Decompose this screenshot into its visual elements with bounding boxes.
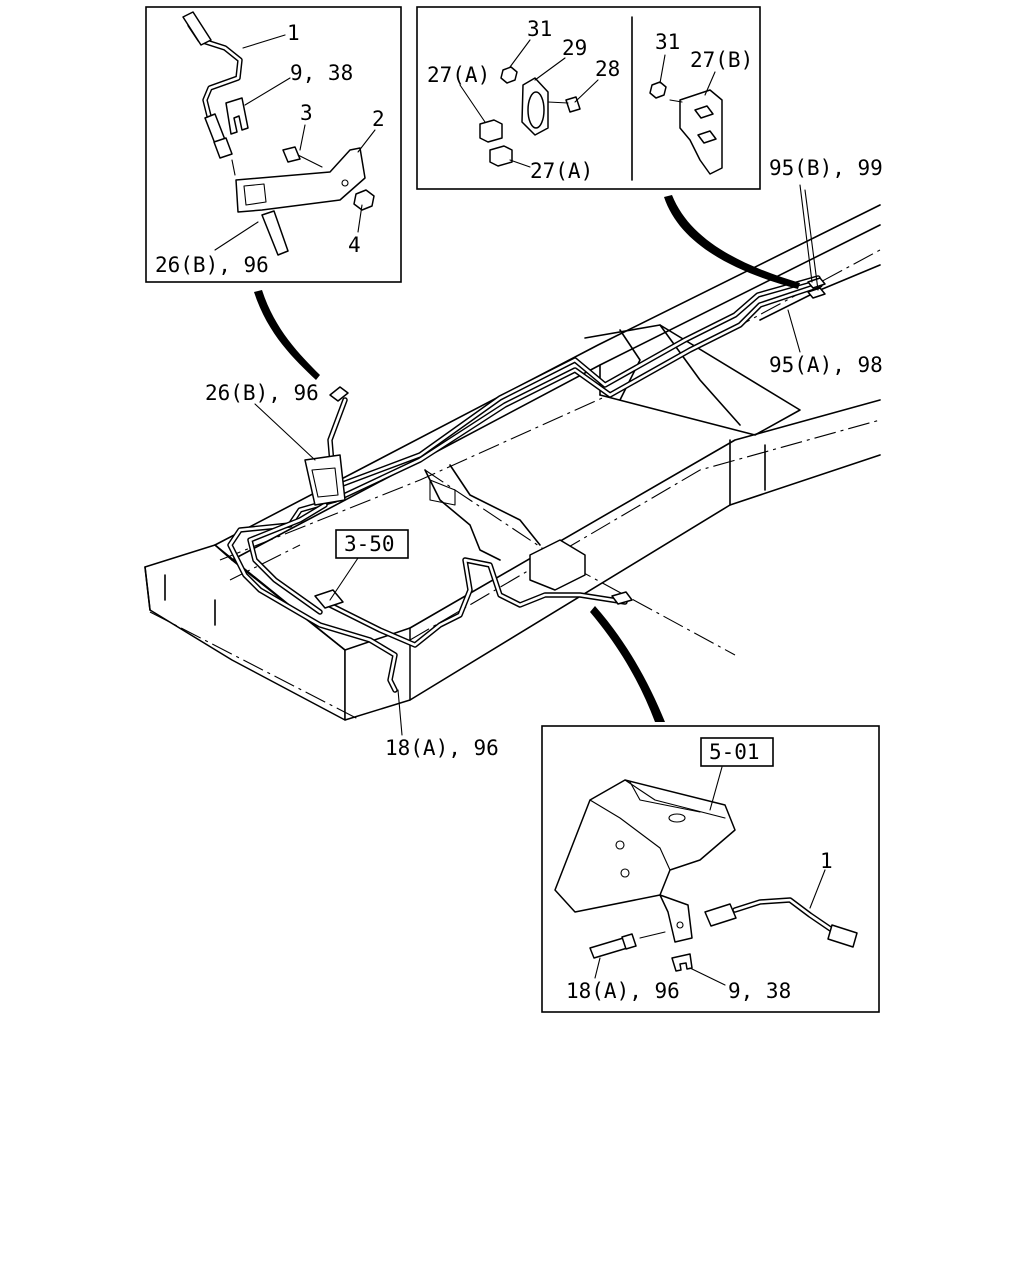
- label-18a-96: 18(A), 96: [385, 736, 499, 760]
- label-tl-9-38: 9, 38: [290, 61, 353, 85]
- label-br-9-38: 9, 38: [728, 979, 791, 1003]
- label-26b-96: 26(B), 96: [205, 381, 319, 405]
- label-br-18a-96: 18(A), 96: [566, 979, 680, 1003]
- label-br-1: 1: [820, 849, 833, 873]
- label-tl-4: 4: [348, 233, 361, 257]
- callout-arcs: [254, 195, 800, 722]
- label-95a-98: 95(A), 98: [769, 353, 883, 377]
- label-tl-26b-96: 26(B), 96: [155, 253, 269, 277]
- label-tm-27a-bottom: 27(A): [530, 159, 593, 183]
- label-ref-5-01: 5-01: [709, 740, 760, 764]
- chassis-frame: [144, 204, 881, 721]
- inset-bushing-bracket: [416, 6, 761, 190]
- label-tm-31b: 31: [655, 30, 680, 54]
- inset-front-bracket: [145, 6, 402, 283]
- label-95b-99: 95(B), 99: [769, 156, 883, 180]
- label-tl-3: 3: [300, 101, 313, 125]
- callout-labels: 1 9, 38 3 2 4 26(B), 96 31 29 28 27(A) 2…: [155, 17, 883, 1003]
- reference-box-3-50: [335, 529, 409, 559]
- label-tm-29: 29: [562, 36, 587, 60]
- brake-pipe-run: [227, 275, 826, 693]
- label-tl-1: 1: [287, 21, 300, 45]
- leader-lines: [254, 184, 819, 736]
- reference-box-5-01: [700, 737, 774, 767]
- label-tl-2: 2: [372, 107, 385, 131]
- label-ref-3-50: 3-50: [344, 532, 395, 556]
- inset-rear-bracket: [541, 725, 880, 1013]
- label-tm-27a-top: 27(A): [427, 63, 490, 87]
- label-tm-27b: 27(B): [690, 48, 753, 72]
- label-tm-28: 28: [595, 57, 620, 81]
- label-tm-31a: 31: [527, 17, 552, 41]
